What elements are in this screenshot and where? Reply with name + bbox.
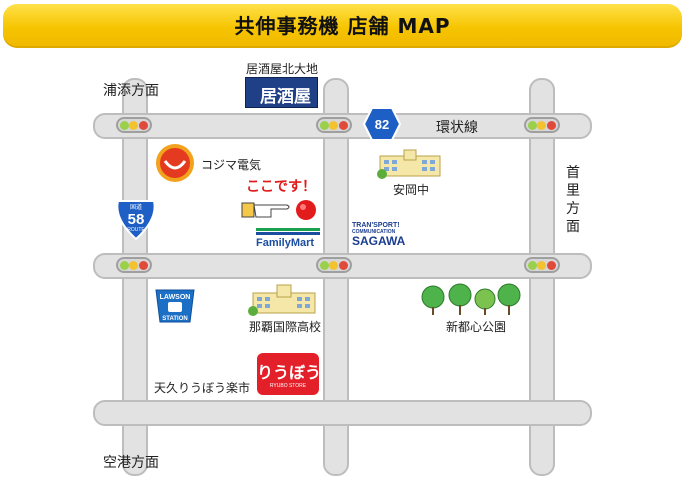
here-label: ここです！: [246, 179, 316, 195]
yasuoka-label: 安岡中: [393, 183, 430, 197]
ryubo-label: 天久りうぼう楽市: [154, 381, 251, 395]
title-banner: [3, 4, 682, 48]
izakaya-sign-text: 居酒屋: [260, 87, 311, 107]
school-building-icon: [248, 284, 316, 316]
direction-shuri: 首里方面: [566, 165, 580, 235]
sagawa-line3: SAGAWA: [352, 234, 406, 248]
traffic-light-icon: [116, 117, 152, 133]
sagawa-line1: TRAN'SPORT!: [352, 222, 400, 229]
route-58-number: 58: [128, 211, 145, 228]
traffic-light-icon: [524, 257, 560, 273]
tree-icon: [421, 283, 521, 315]
traffic-light-icon: [524, 117, 560, 133]
pointing-hand-icon: [241, 202, 290, 218]
naha-hs-label: 那覇国際高校: [249, 320, 322, 334]
shintoshin-park-label: 新都心公園: [446, 320, 507, 334]
road-label-loop-line: 環状線: [436, 120, 478, 136]
route-58-top: 国道: [130, 203, 142, 211]
kojima-label: コジマ電気: [201, 158, 262, 172]
traffic-light-icon: [316, 257, 352, 273]
izakaya-sign: 居酒屋: [245, 77, 318, 108]
kojima-logo-icon: [156, 144, 194, 182]
route-58-bottom: ROUTE: [127, 227, 145, 233]
traffic-light-icon: [116, 257, 152, 273]
traffic-light-icon: [316, 117, 352, 133]
lawson-logo-icon: LAWSON STATION: [155, 289, 195, 323]
lawson-top: LAWSON: [160, 294, 191, 301]
route-58-icon: 国道 58 ROUTE: [116, 200, 156, 241]
direction-airport: 空港方面: [103, 455, 159, 471]
familymart-text: FamilyMart: [256, 237, 315, 249]
page-title: 共伸事務機 店舗 MAP: [234, 14, 451, 38]
lawson-bottom: STATION: [162, 316, 187, 322]
direction-urasoe: 浦添方面: [103, 83, 159, 99]
familymart-logo: FamilyMart: [256, 228, 320, 250]
school-building-icon: [377, 149, 441, 179]
sagawa-line2: COMMUNICATION: [352, 229, 396, 235]
ryubo-logo-sub: RYUBO STORE: [269, 383, 307, 389]
route-82-icon: 82: [362, 107, 402, 141]
ryubo-logo-text: りうぼう: [257, 363, 322, 382]
route-82-number: 82: [375, 117, 389, 132]
location-marker-icon[interactable]: [294, 198, 318, 222]
ryubo-logo: りうぼう RYUBO STORE: [257, 353, 322, 395]
izakaya-label: 居酒屋北大地: [246, 62, 319, 76]
sagawa-logo: TRAN'SPORT! COMMUNICATION SAGAWA: [352, 222, 416, 247]
